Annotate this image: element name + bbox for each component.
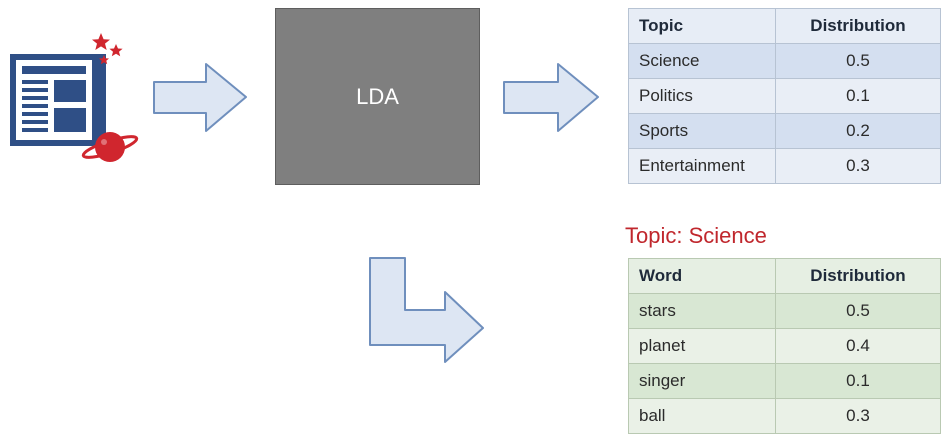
- topic-distribution-table: Topic Distribution Science 0.5 Politics …: [628, 8, 941, 184]
- table-header-row: Word Distribution: [628, 258, 941, 294]
- distribution-cell: 0.5: [775, 293, 941, 329]
- column-header: Word: [628, 258, 776, 294]
- lda-model-box: LDA: [275, 8, 480, 185]
- table-row: ball 0.3: [628, 398, 941, 434]
- distribution-cell: 0.3: [775, 398, 941, 434]
- topic-title: Topic: Science: [625, 223, 767, 248]
- table-row: Sports 0.2: [628, 113, 941, 149]
- column-header: Distribution: [775, 258, 941, 294]
- table-row: stars 0.5: [628, 293, 941, 329]
- table-header-row: Topic Distribution: [628, 8, 941, 44]
- distribution-cell: 0.2: [775, 113, 941, 149]
- lda-label: LDA: [356, 83, 399, 109]
- topic-cell: Entertainment: [628, 148, 776, 184]
- distribution-cell: 0.1: [775, 363, 941, 399]
- table-row: singer 0.1: [628, 363, 941, 399]
- table-row: Science 0.5: [628, 43, 941, 79]
- topic-cell: Sports: [628, 113, 776, 149]
- distribution-cell: 0.3: [775, 148, 941, 184]
- planet-icon: [81, 132, 139, 162]
- right-arrow-icon: [503, 63, 599, 132]
- word-cell: stars: [628, 293, 776, 329]
- distribution-cell: 0.1: [775, 78, 941, 114]
- table-row: Politics 0.1: [628, 78, 941, 114]
- column-header: Topic: [628, 8, 776, 44]
- word-distribution-table: Word Distribution stars 0.5 planet 0.4 s…: [628, 258, 941, 434]
- table-row: Entertainment 0.3: [628, 148, 941, 184]
- star-icon: [92, 33, 123, 65]
- word-cell: planet: [628, 328, 776, 364]
- newspaper-icon: [10, 54, 106, 146]
- word-cell: ball: [628, 398, 776, 434]
- bent-arrow-icon: [369, 257, 484, 363]
- distribution-cell: 0.4: [775, 328, 941, 364]
- table-row: planet 0.4: [628, 328, 941, 364]
- word-cell: singer: [628, 363, 776, 399]
- distribution-cell: 0.5: [775, 43, 941, 79]
- topic-cell: Politics: [628, 78, 776, 114]
- right-arrow-icon: [153, 63, 247, 132]
- topic-cell: Science: [628, 43, 776, 79]
- column-header: Distribution: [775, 8, 941, 44]
- document-icon-group: [10, 33, 139, 162]
